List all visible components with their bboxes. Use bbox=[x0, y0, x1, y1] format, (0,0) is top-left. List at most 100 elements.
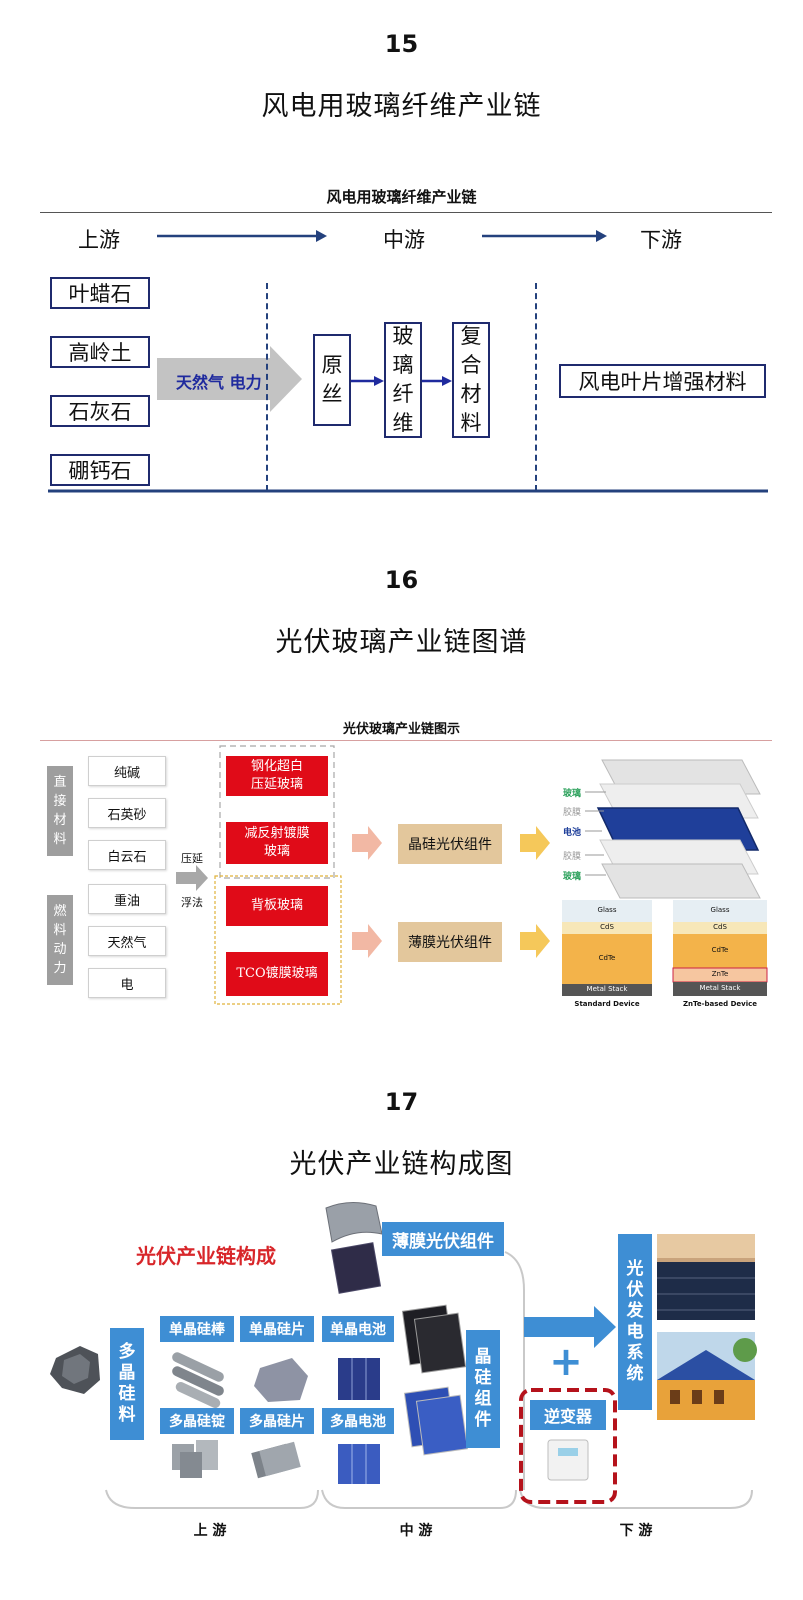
step-arrow-1 bbox=[351, 376, 384, 386]
thin-film-panel bbox=[330, 1242, 382, 1294]
group-fuel-power: 燃料动力 bbox=[47, 895, 73, 985]
pv-chain-graphics bbox=[50, 1202, 757, 1509]
divider-dashed bbox=[266, 283, 268, 491]
item-multi-wafer: 多晶硅片 bbox=[240, 1408, 314, 1434]
pv-glass-arrows bbox=[176, 745, 768, 1005]
item-mono-ingot: 单晶硅棒 bbox=[160, 1316, 234, 1342]
step-composite: 复合材料 bbox=[452, 322, 490, 438]
step-arrow-2 bbox=[422, 376, 452, 386]
crystal-module-box: 晶硅组件 bbox=[466, 1330, 500, 1448]
stage-midstream: 中 游 bbox=[399, 1523, 433, 1539]
process-arrow bbox=[176, 865, 208, 891]
device-layer-label: Glass bbox=[597, 906, 617, 914]
silicon-chunk bbox=[50, 1346, 100, 1394]
device-layer-label: Metal Stack bbox=[586, 985, 628, 993]
thin-film-group-frame bbox=[214, 875, 342, 1005]
thin-film-module-box: 薄膜光伏组件 bbox=[382, 1222, 504, 1256]
ingot-image bbox=[172, 1352, 224, 1409]
material-box: 白云石 bbox=[88, 840, 166, 870]
multi-wafer-image bbox=[251, 1441, 301, 1479]
pv-industry-chain-diagram: 光伏产业链构成 bbox=[0, 1190, 803, 1595]
crystal-layer-stack bbox=[585, 759, 761, 899]
item-multi-ingot: 多晶硅锭 bbox=[160, 1408, 234, 1434]
mono-cell-image bbox=[338, 1358, 380, 1400]
material-box: 石英砂 bbox=[88, 798, 166, 828]
section-title: 风电用玻璃纤维产业链 bbox=[261, 91, 542, 122]
layer-label: 电池 bbox=[563, 828, 582, 838]
module-thin-film: 薄膜光伏组件 bbox=[398, 922, 502, 962]
downstream-bracket bbox=[519, 1489, 753, 1509]
inverter-frame bbox=[519, 1388, 617, 1504]
group-direct-materials: 直接材料 bbox=[47, 766, 73, 856]
section-title: 光伏玻璃产业链图谱 bbox=[275, 627, 528, 658]
device-layer-label: CdS bbox=[600, 923, 614, 931]
glass-type-tempered: 钢化超白压延玻璃 bbox=[226, 756, 328, 796]
polysilicon-box: 多晶硅料 bbox=[110, 1328, 144, 1440]
mineral-box: 石灰石 bbox=[50, 395, 150, 427]
module-connector bbox=[504, 1251, 525, 1490]
glass-type-backsheet: 背板玻璃 bbox=[226, 886, 328, 926]
divider-dashed bbox=[535, 283, 537, 491]
material-box: 天然气 bbox=[88, 926, 166, 956]
mineral-box: 硼钙石 bbox=[50, 454, 150, 486]
diagram-caption: 光伏产业链构成 bbox=[136, 1244, 276, 1268]
caption-rule bbox=[40, 212, 772, 213]
stage-arrow-1 bbox=[157, 230, 327, 242]
stage-arrow-2 bbox=[482, 230, 607, 242]
material-box: 重油 bbox=[88, 884, 166, 914]
standard-device-stack bbox=[562, 900, 652, 996]
glass-fiber-chain-diagram: 风电用玻璃纤维产业链 上游 中游 下游 叶蜡石 高岭土 石灰石 硼钙石 天然气 … bbox=[0, 0, 803, 520]
process-label: 浮法 bbox=[181, 896, 203, 909]
stage-downstream: 下 游 bbox=[619, 1523, 653, 1539]
mineral-box: 叶蜡石 bbox=[50, 277, 150, 309]
section-number: 17 bbox=[384, 1088, 419, 1116]
pv-glass-chain-diagram: 光伏玻璃产业链图示 直接材料 燃料动力 纯碱 石英砂 白云石 重油 天然气 电 … bbox=[0, 700, 803, 1030]
layer-label: 胶膜 bbox=[563, 852, 582, 862]
multi-cell-image bbox=[338, 1444, 380, 1484]
item-multi-cell: 多晶电池 bbox=[322, 1408, 394, 1434]
mono-module-image bbox=[401, 1304, 467, 1374]
step-glass-fiber: 玻璃纤维 bbox=[384, 322, 422, 438]
item-mono-cell: 单晶电池 bbox=[322, 1316, 394, 1342]
step-raw-fiber: 原丝 bbox=[313, 334, 351, 426]
material-box: 纯碱 bbox=[88, 756, 166, 786]
device-layer-label: Glass bbox=[710, 906, 730, 914]
device-caption: ZnTe-based Device bbox=[682, 1000, 758, 1008]
arrow-to-layers bbox=[520, 826, 550, 860]
flexible-panel bbox=[325, 1202, 383, 1243]
process-label: 压延 bbox=[181, 852, 203, 865]
stage-midstream: 中游 bbox=[383, 228, 425, 252]
material-box: 电 bbox=[88, 968, 166, 998]
mono-wafer-image bbox=[254, 1358, 308, 1402]
energy-label: 天然气 电力 bbox=[176, 373, 262, 392]
layer-label: 胶膜 bbox=[563, 808, 582, 818]
tempered-group-frame bbox=[219, 745, 335, 879]
stage-downstream: 下游 bbox=[640, 228, 682, 252]
section-number: 15 bbox=[384, 30, 419, 58]
flow-arrows bbox=[48, 230, 768, 493]
product-box: 风电叶片增强材料 bbox=[559, 364, 766, 398]
multi-module-image bbox=[403, 1386, 469, 1456]
layer-label: 玻璃 bbox=[563, 789, 582, 799]
energy-arrow bbox=[157, 346, 302, 412]
pv-system-box: 光伏发电系统 bbox=[618, 1234, 652, 1410]
section-title: 光伏产业链构成图 bbox=[289, 1149, 514, 1180]
arrow-to-thin-film-module bbox=[352, 924, 382, 958]
device-caption: Standard Device bbox=[574, 1000, 640, 1008]
upstream-bracket bbox=[105, 1489, 319, 1509]
inverter-box: 逆变器 bbox=[530, 1400, 606, 1430]
diagram-caption: 风电用玻璃纤维产业链 bbox=[326, 188, 477, 206]
arrow-to-system bbox=[524, 1306, 616, 1348]
glass-type-tco: TCO镀膜玻璃 bbox=[226, 952, 328, 996]
diagram-caption: 光伏玻璃产业链图示 bbox=[342, 722, 460, 737]
multi-ingot-image bbox=[172, 1440, 218, 1478]
device-layer-label: CdS bbox=[713, 923, 727, 931]
stage-upstream: 上 游 bbox=[193, 1523, 227, 1539]
arrow-to-devices bbox=[520, 924, 550, 958]
caption-rule bbox=[40, 740, 772, 741]
rooftop-solar-photo bbox=[657, 1332, 757, 1420]
solar-farm-photo bbox=[657, 1234, 755, 1320]
device-layer-label: Metal Stack bbox=[699, 984, 741, 992]
znte-device-stack bbox=[672, 900, 768, 996]
plus-sign: + bbox=[549, 1339, 583, 1385]
